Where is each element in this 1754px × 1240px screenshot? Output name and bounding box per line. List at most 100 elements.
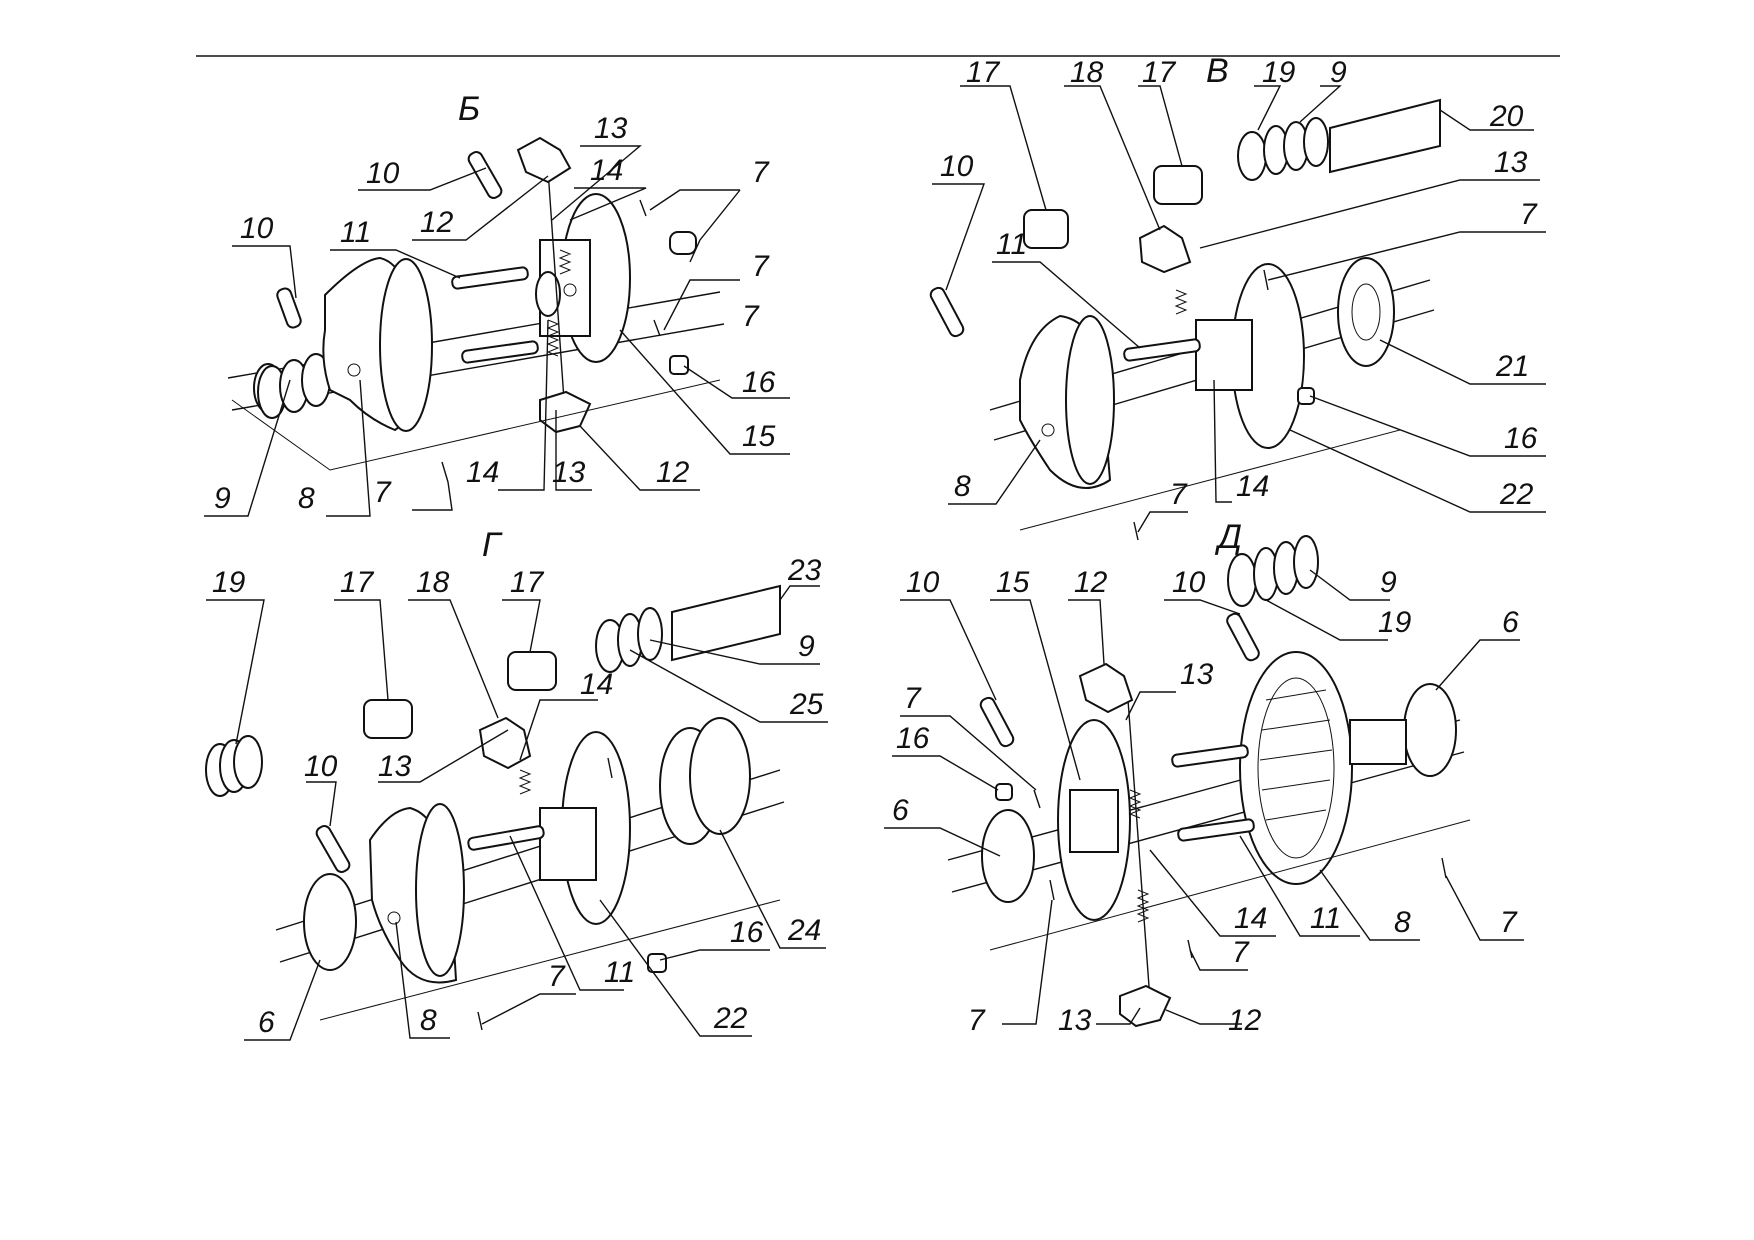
view-v-label: 7	[1520, 198, 1538, 231]
view-v-link	[1138, 224, 1192, 274]
view-g-sprocket	[689, 717, 751, 835]
view-g-label: 6	[258, 1006, 275, 1039]
view-b-spring	[546, 319, 560, 357]
view-g-cotter	[477, 1011, 483, 1031]
view-g-bushing	[363, 699, 413, 739]
view-g-label: 17	[510, 566, 545, 599]
view-d-outline	[989, 819, 1471, 951]
view-d-label: 14	[1234, 902, 1267, 935]
view-v-sleeve	[1329, 98, 1441, 174]
view-b-label: 14	[466, 456, 499, 489]
view-b-label: 7	[752, 156, 770, 189]
view-v-outline	[1019, 429, 1401, 531]
view-d-flange	[981, 809, 1035, 903]
view-g-pin	[315, 825, 351, 873]
view-g-label: 18	[416, 566, 450, 599]
view-v-drum-face	[1065, 315, 1115, 485]
view-d-label: 6	[892, 794, 909, 827]
view-d-cage-hub	[1349, 719, 1407, 765]
view-d-washer	[1227, 553, 1257, 607]
view-g-spring	[518, 769, 532, 795]
view-g-label: 16	[730, 916, 764, 949]
view-b-link-top	[516, 136, 572, 184]
view-g-label: 22	[713, 1002, 748, 1035]
view-v-label: 11	[996, 228, 1027, 261]
view-d-rod	[1171, 744, 1249, 768]
view-b-tension-rod	[547, 169, 565, 401]
view-g-hole	[387, 911, 401, 925]
view-b-pin	[467, 151, 503, 199]
view-g-label: 17	[340, 566, 375, 599]
view-d-pin	[979, 696, 1015, 748]
view-d-cotter	[1187, 939, 1193, 959]
view-g-label: 14	[580, 668, 613, 701]
view-v-label: 19	[1262, 56, 1296, 89]
view-d-label: 10	[1172, 566, 1206, 599]
view-b-label: 10	[240, 212, 274, 245]
view-v-title: В	[1206, 52, 1229, 90]
view-v-rod	[1123, 338, 1201, 362]
view-b-label: 7	[374, 476, 392, 509]
view-b-pin	[276, 287, 302, 329]
view-d-label: 13	[1058, 1004, 1092, 1037]
view-v-sprocket	[1337, 257, 1395, 367]
view-b-rod	[451, 266, 529, 290]
view-g-label: 19	[212, 566, 246, 599]
view-d-label: 7	[1500, 906, 1518, 939]
view-d-label: 11	[1310, 902, 1341, 935]
view-b: Б	[204, 90, 790, 517]
view-d-nipple	[995, 783, 1013, 801]
view-v-washer	[1237, 131, 1267, 181]
view-v-sprocket-bore	[1351, 283, 1381, 341]
view-g-label: 24	[787, 914, 821, 947]
view-g-leaders	[206, 585, 828, 1041]
view-b-label: 9	[214, 482, 231, 515]
view-g-label: 10	[304, 750, 338, 783]
view-g-label: 7	[548, 960, 566, 993]
view-v-cotter	[1133, 521, 1139, 541]
view-d-link-bottom	[1119, 984, 1172, 1028]
view-d-washer	[1293, 535, 1319, 589]
view-v-label: 17	[966, 56, 1001, 89]
view-v-label: 22	[1499, 478, 1534, 511]
view-d-label: 8	[1394, 906, 1411, 939]
view-d-cotter	[1441, 857, 1447, 879]
view-g-label: 9	[798, 630, 815, 663]
view-v-label: 8	[954, 470, 971, 503]
view-d-cotter	[1049, 879, 1055, 901]
view-g-drum-face	[415, 803, 465, 977]
view-b-cotter	[639, 199, 647, 217]
view-b-nipple	[669, 355, 689, 375]
view-b-label: 7	[742, 300, 760, 333]
view-d-label: 9	[1380, 566, 1397, 599]
view-d-label: 12	[1228, 1004, 1262, 1037]
view-b-label: 10	[366, 157, 400, 190]
view-v-label: 14	[1236, 470, 1269, 503]
view-v-cotter	[1263, 269, 1269, 291]
view-b-label: 14	[590, 154, 623, 187]
view-d-label: 10	[906, 566, 940, 599]
view-v: В	[929, 52, 1546, 541]
view-v-bushing	[1153, 165, 1203, 205]
view-d-label: 16	[896, 722, 930, 755]
view-g-label: 8	[420, 1004, 437, 1037]
view-g: Г	[205, 526, 828, 1041]
view-b-label: 13	[552, 456, 586, 489]
view-b-label: 13	[594, 112, 628, 145]
view-d-label: 19	[1378, 606, 1412, 639]
view-g-label: 13	[378, 750, 412, 783]
view-d-label: 7	[904, 682, 922, 715]
view-g-hub-block	[539, 807, 597, 881]
view-g-outline	[319, 899, 781, 1021]
view-v-label: 21	[1495, 350, 1529, 383]
view-d-cotter	[1033, 789, 1041, 809]
view-g-label: 25	[789, 688, 824, 721]
view-v-label: 17	[1142, 56, 1177, 89]
view-d-link-top	[1078, 662, 1134, 714]
view-v-label: 10	[940, 150, 974, 183]
view-b-rod	[461, 340, 539, 364]
view-v-nipple	[1297, 387, 1315, 405]
view-g-title: Г	[482, 526, 503, 564]
view-b-hub-bore	[535, 271, 561, 317]
